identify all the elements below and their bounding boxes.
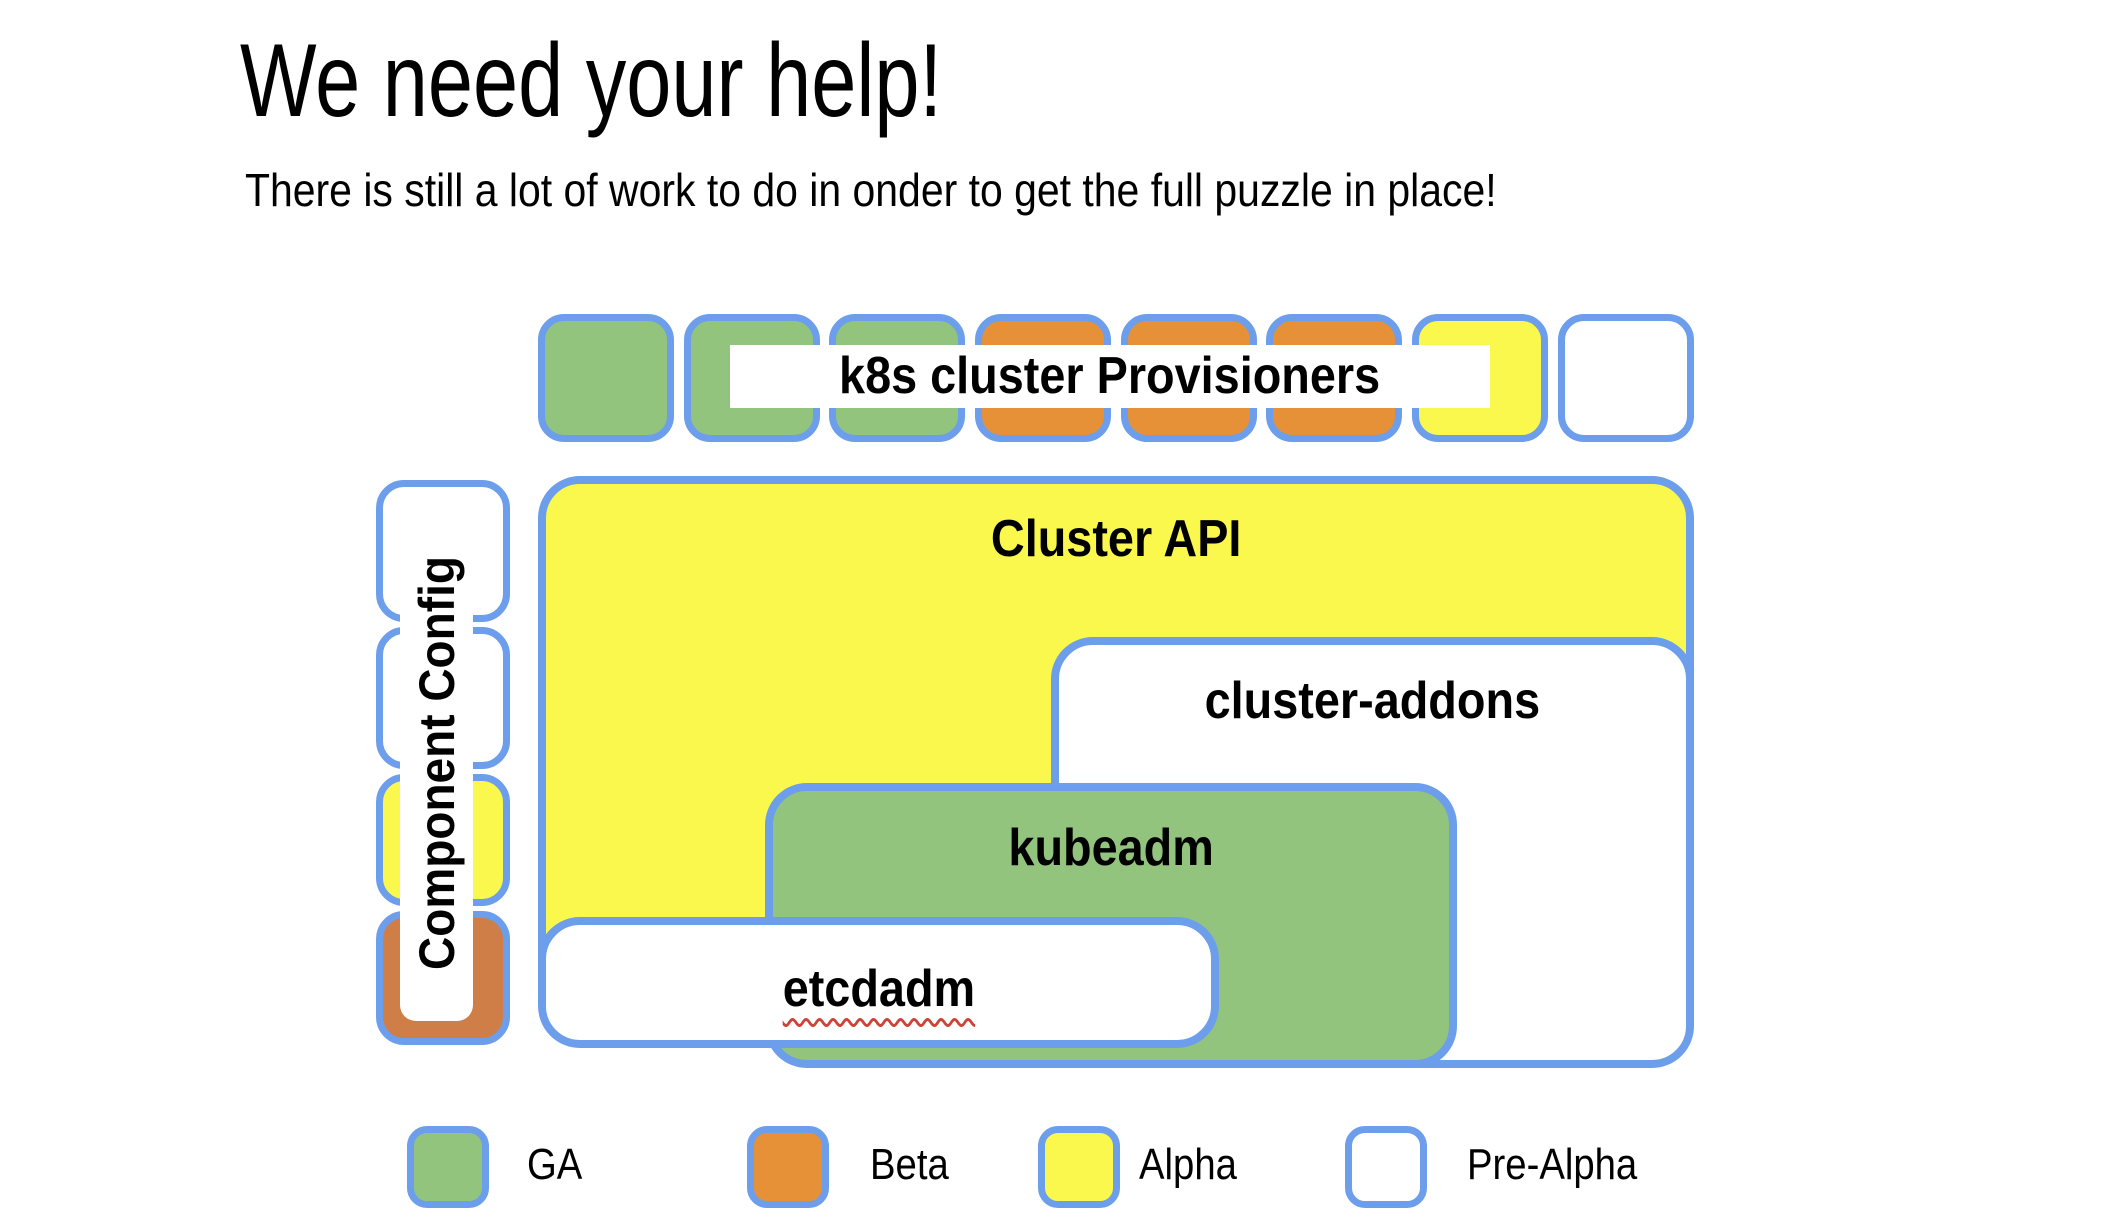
cluster-api-label: Cluster API: [990, 510, 1242, 568]
legend-label-pre-alpha-text: Pre-Alpha: [1467, 1140, 1638, 1189]
legend-swatch-ga: [407, 1126, 489, 1208]
cluster-addons-label-row: cluster-addons: [1059, 675, 1686, 727]
etcdadm-box: etcdadm: [538, 917, 1219, 1048]
kubeadm-label-row: kubeadm: [773, 822, 1449, 874]
cluster-addons-label: cluster-addons: [1204, 672, 1541, 730]
etcdadm-label: etcdadm: [782, 960, 975, 1018]
page-subtitle-text: There is still a lot of work to do in on…: [245, 164, 1497, 216]
component-config-label: Component Config: [408, 556, 465, 970]
page-title: We need your help!: [240, 29, 1140, 133]
legend-swatch-beta: [747, 1126, 829, 1208]
legend-label-alpha-text: Alpha: [1139, 1140, 1237, 1189]
etcdadm-label-row: etcdadm: [546, 963, 1211, 1015]
legend-label-beta-text: Beta: [870, 1140, 949, 1189]
provisioner-square-1: [538, 314, 674, 442]
provisioners-label-text: k8s cluster Provisioners: [839, 347, 1381, 405]
legend-label-ga: GA: [527, 1143, 591, 1187]
kubeadm-label: kubeadm: [1008, 819, 1214, 877]
legend-swatch-alpha: [1038, 1126, 1120, 1208]
legend-label-alpha: Alpha: [1139, 1143, 1252, 1187]
page-title-text: We need your help!: [240, 23, 942, 139]
provisioners-label: k8s cluster Provisioners: [730, 345, 1490, 408]
component-config-label-box: Component Config: [400, 505, 473, 1021]
legend-label-pre-alpha: Pre-Alpha: [1467, 1143, 1663, 1187]
provisioner-square-8: [1558, 314, 1694, 442]
page-subtitle: There is still a lot of work to do in on…: [245, 167, 1651, 213]
legend-label-ga-text: GA: [527, 1140, 583, 1189]
legend-swatch-pre-alpha: [1345, 1126, 1427, 1208]
cluster-api-label-row: Cluster API: [546, 513, 1686, 565]
legend-label-beta: Beta: [870, 1143, 961, 1187]
